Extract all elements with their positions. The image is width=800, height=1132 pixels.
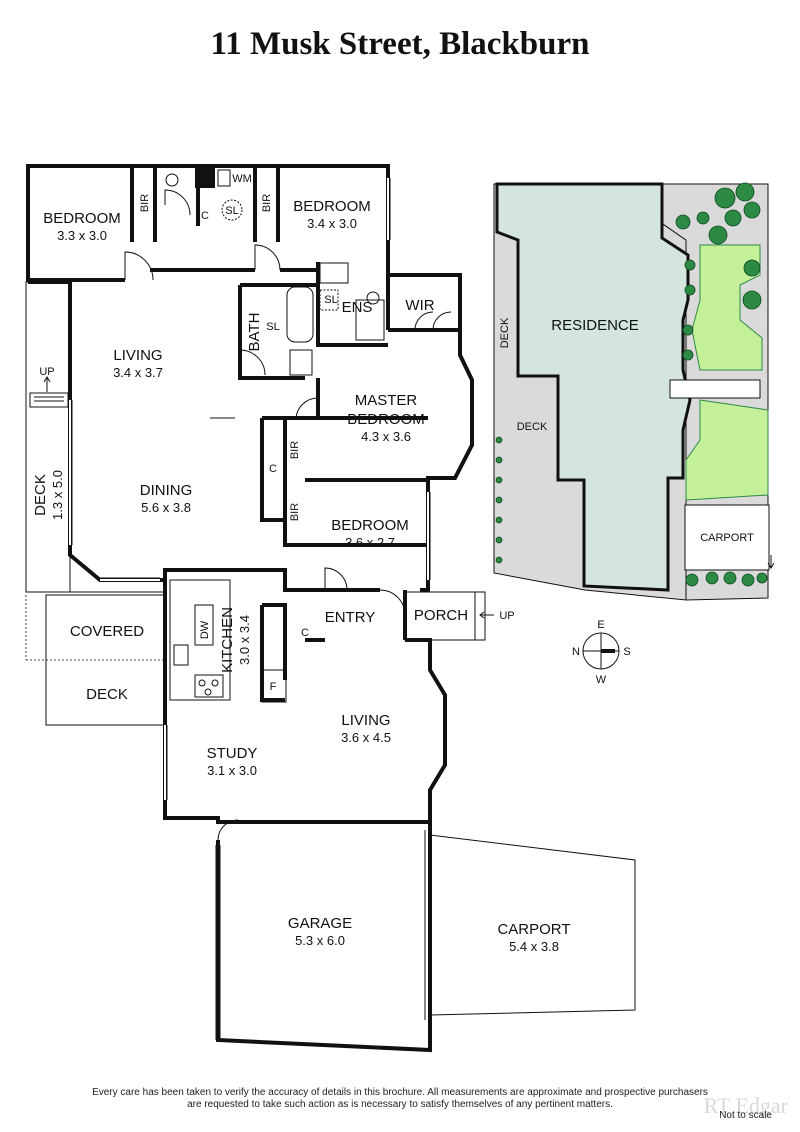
disclaimer-line-2: are requested to take such action as is … [187,1099,613,1110]
page-title: 11 Musk Street, Blackburn [210,26,590,62]
deck-area [25,281,165,593]
compass [582,632,620,670]
living1-name: LIVING [113,347,162,364]
study-name: STUDY [207,745,258,762]
door-swings [124,189,452,841]
site-deck-label-b: DECK [517,421,548,433]
garage-name: GARAGE [288,915,352,932]
ens-label: ENS [342,299,373,316]
compass-w: W [596,674,607,686]
agency-logo: RT Edgar [703,1093,788,1118]
carport-area [424,830,636,1020]
porch-label: PORCH [414,607,468,624]
disclaimer: Every care has been taken to verify the … [40,1087,760,1111]
c-label-1: C [201,210,209,222]
compass-e: E [597,619,604,631]
up-label-deck: UP [39,366,54,378]
compass-s: S [623,646,630,658]
windows [69,178,431,800]
bedroom2-name: BEDROOM [293,198,371,215]
f-label: F [270,681,277,693]
not-to-scale-note: Not to scale [719,1110,772,1121]
site-residence-label: RESIDENCE [551,317,639,334]
sl-label-3: SL [324,294,337,306]
bath-label: BATH [246,313,263,352]
site-deck-label-a: DECK [499,317,511,348]
bir-label-1: BIR [139,194,151,212]
master-name2: BEDROOM [347,411,425,428]
bedroom3-name: BEDROOM [331,517,409,534]
c-label-3: C [301,627,309,639]
carport-dims: 5.4 x 3.8 [509,939,559,954]
dw-label: DW [199,620,211,639]
sl-label-2: SL [266,321,279,333]
master-name: MASTER [355,392,418,409]
bathroom-fixtures [165,166,385,376]
dining-name: DINING [140,482,193,499]
disclaimer-line-1: Every care has been taken to verify the … [92,1087,708,1098]
study-dims: 3.1 x 3.0 [207,763,257,778]
entry-label: ENTRY [325,609,376,626]
c-label-2: C [269,463,277,475]
bir-label-2: BIR [261,194,273,212]
bir-label-3: BIR [289,441,301,459]
site-plan [493,182,775,601]
sl-label-1: SL [225,205,238,217]
bir-label-4: BIR [289,503,301,521]
bedroom1-name: BEDROOM [43,210,121,227]
bedroom1-dims: 3.3 x 3.0 [57,228,107,243]
wir-label: WIR [405,297,434,314]
living2-dims: 3.6 x 4.5 [341,730,391,745]
garage-dims: 5.3 x 6.0 [295,933,345,948]
porch-area [404,591,494,641]
bedroom3-dims: 3.6 x 2.7 [345,535,395,550]
living1-dims: 3.4 x 3.7 [113,365,163,380]
kitchen-name: KITCHEN [219,607,236,673]
living2-name: LIVING [341,712,390,729]
deck-name: DECK [32,474,49,516]
deck-dims: 1.3 x 5.0 [50,470,65,520]
deck2-label: DECK [86,686,128,703]
covered-label: COVERED [70,623,144,640]
dining-dims: 5.6 x 3.8 [141,500,191,515]
carport-name: CARPORT [497,921,570,938]
bedroom2-dims: 3.4 x 3.0 [307,216,357,231]
wm-label: WM [232,173,252,185]
covered-deck-area [25,594,166,726]
kitchen-dims: 3.0 x 3.4 [237,615,252,665]
master-dims: 4.3 x 3.6 [361,429,411,444]
site-carport-label: CARPORT [700,532,754,544]
compass-n: N [572,646,580,658]
up-label-porch: UP [499,610,514,622]
kitchen-fixtures [169,579,287,703]
